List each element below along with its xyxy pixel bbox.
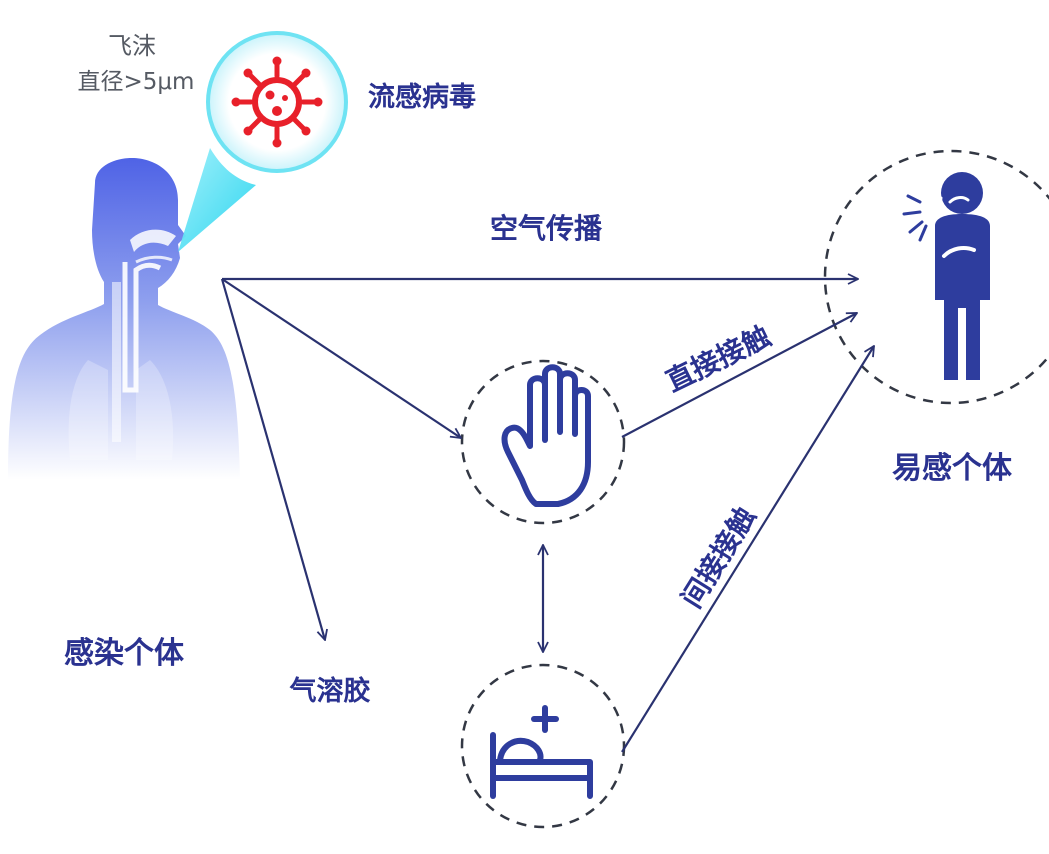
aerosol-label: 气溶胶 [289, 675, 371, 707]
hospital-bed-icon [490, 705, 593, 799]
direct-contact-arrow [621, 312, 857, 438]
virus-bubble [206, 31, 348, 173]
infected-person-icon [8, 158, 240, 480]
susceptible-label: 易感个体 [892, 451, 1013, 486]
aerosol-arrow [220, 278, 325, 640]
droplet-title: 飞沫 [108, 32, 156, 60]
droplet-beam [178, 148, 256, 252]
bed-node [460, 663, 626, 829]
virus-icon [231, 56, 323, 148]
infected-label: 感染个体 [64, 636, 185, 671]
virus-label: 流感病毒 [368, 81, 476, 113]
sick-person-icon [902, 172, 990, 380]
to-hand-arrow [221, 278, 461, 438]
hand-icon [501, 364, 591, 507]
droplet-size: 直径>5μm [78, 69, 195, 95]
indirect-contact-arrow [621, 346, 874, 753]
transmission-arrows [220, 278, 874, 753]
airborne-label: 空气传播 [490, 212, 603, 245]
